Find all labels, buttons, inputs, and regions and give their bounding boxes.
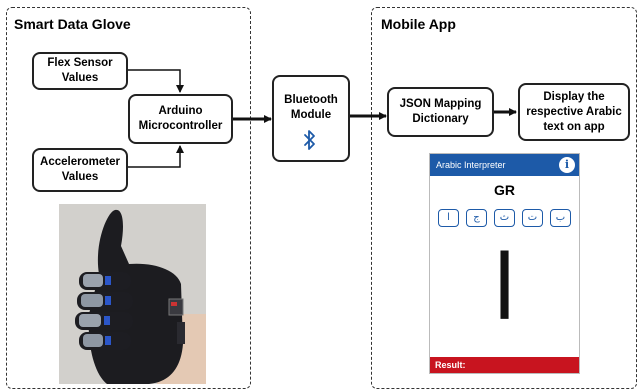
json-mapping-node: JSON Mapping Dictionary xyxy=(387,87,494,137)
letter-key-2[interactable]: ج xyxy=(466,209,487,227)
gesture-code: GR xyxy=(494,182,515,198)
letter-key-4[interactable]: ت xyxy=(522,209,543,227)
section-title-app: Mobile App xyxy=(381,16,456,32)
smart-data-glove-section xyxy=(6,7,251,389)
bluetooth-icon xyxy=(304,130,315,150)
letter-key-3[interactable]: ث xyxy=(494,209,515,227)
glove-photo xyxy=(59,204,206,384)
display-label: Display the respective Arabic text on ap… xyxy=(526,90,622,133)
flex-sensor-label: Flex Sensor Values xyxy=(47,57,113,84)
arrow-flex-to-arduino xyxy=(128,69,184,93)
app-header-bar: Arabic Interpreter xyxy=(430,154,579,176)
app-title: Arabic Interpreter xyxy=(436,160,506,170)
recognized-letter: ا xyxy=(491,236,517,341)
section-title-glove: Smart Data Glove xyxy=(14,16,131,32)
result-bar: Result: xyxy=(430,357,579,373)
arduino-label: Arduino Microcontroller xyxy=(138,105,223,132)
glove-illustration xyxy=(59,204,206,384)
phone-screen: Arabic Interpreter i GR ا ج ث ت ب ا Resu… xyxy=(429,153,580,374)
bluetooth-label: Bluetooth Module xyxy=(284,94,338,121)
flex-sensor-node: Flex Sensor Values xyxy=(32,52,128,90)
letter-key-1[interactable]: ا xyxy=(438,209,459,227)
accelerometer-label: Accelerometer Values xyxy=(40,156,120,183)
result-label: Result: xyxy=(435,360,466,370)
letter-key-5[interactable]: ب xyxy=(550,209,571,227)
mobile-app-section xyxy=(371,7,637,389)
accelerometer-node: Accelerometer Values xyxy=(32,148,128,192)
arrow-accel-to-arduino xyxy=(128,145,184,168)
arduino-node: Arduino Microcontroller xyxy=(128,94,233,144)
info-icon[interactable]: i xyxy=(559,157,575,173)
display-node: Display the respective Arabic text on ap… xyxy=(518,83,630,141)
json-mapping-label: JSON Mapping Dictionary xyxy=(399,98,482,125)
